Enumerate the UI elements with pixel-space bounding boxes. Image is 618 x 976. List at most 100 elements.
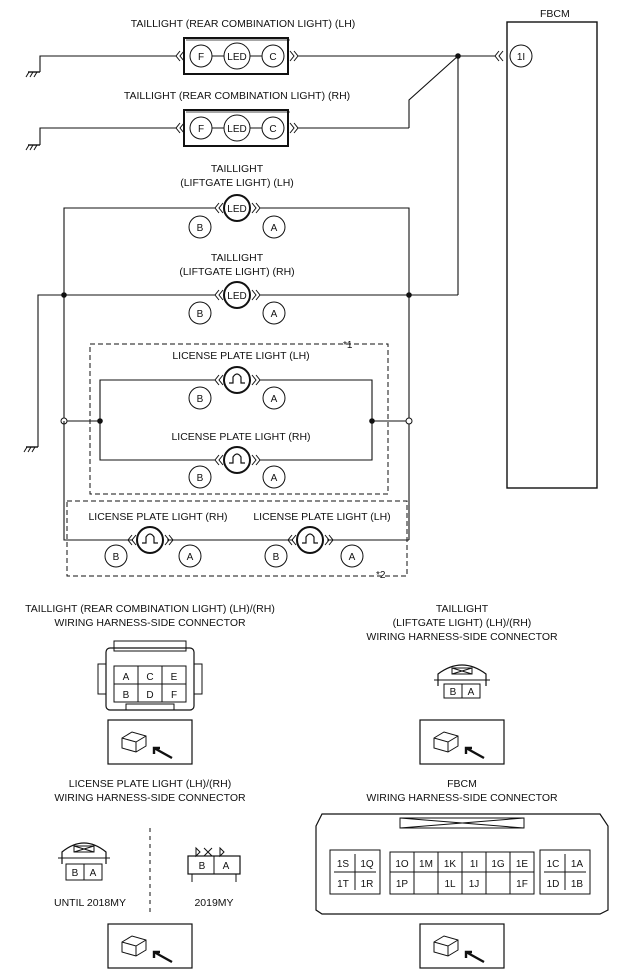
pin-label: 1M xyxy=(419,859,433,870)
pin-label: B xyxy=(197,309,204,320)
fbcm-box xyxy=(506,21,598,489)
fbcm-pin-circle xyxy=(509,44,533,68)
lp1-rh-pin-a xyxy=(262,465,286,489)
lg-rh-pin-b xyxy=(188,301,212,325)
lp1-lh-pin-b xyxy=(188,386,212,410)
variant-box-2 xyxy=(66,500,408,577)
pin-label: LED xyxy=(227,291,246,302)
pin-label: A xyxy=(223,861,230,872)
connector-mark xyxy=(251,374,261,386)
note-1: *1 xyxy=(343,340,353,351)
fbcm-label: FBCM xyxy=(540,8,570,20)
lg-lh-pin-b xyxy=(188,215,212,239)
pin-label: B xyxy=(199,861,206,872)
pin-label: C xyxy=(269,124,276,135)
pin-label: 1P xyxy=(396,879,409,890)
pin-label: LED xyxy=(227,124,246,135)
wire xyxy=(39,55,176,72)
fbcm-conn-line2: WIRING HARNESS-SIDE CONNECTOR xyxy=(366,792,558,804)
pin-label: F xyxy=(171,690,177,701)
liftgate-connector-face xyxy=(434,664,490,699)
lp2-rh-pin-b xyxy=(104,544,128,568)
lp1-rh-title: LICENSE PLATE LIGHT (RH) xyxy=(171,431,310,443)
license-connector-new xyxy=(187,846,241,882)
fbcm-conn-line1: FBCM xyxy=(447,778,477,790)
lp-caption-new: 2019MY xyxy=(194,897,233,909)
lp2-lh-pin-b xyxy=(264,544,288,568)
pin-label: B xyxy=(72,868,79,879)
pin-label: B xyxy=(197,223,204,234)
ground-symbol xyxy=(25,71,41,78)
pin-label: 1Q xyxy=(360,859,374,870)
lp1-rh-bulb xyxy=(223,446,251,474)
splice xyxy=(405,417,413,425)
pin-label: 1G xyxy=(491,859,505,870)
lp1-rh-pin-b xyxy=(188,465,212,489)
pin-label: A xyxy=(271,223,278,234)
rcl-rh-title: TAILLIGHT (REAR COMBINATION LIGHT) (RH) xyxy=(124,90,350,102)
lg-conn-line1: TAILLIGHT xyxy=(436,603,489,615)
rcl-lh-title: TAILLIGHT (REAR COMBINATION LIGHT) (LH) xyxy=(131,18,356,30)
lp-conn-line2: WIRING HARNESS-SIDE CONNECTOR xyxy=(54,792,246,804)
lp2-rh-pin-a xyxy=(178,544,202,568)
connector-mark xyxy=(175,122,185,134)
pin-label: 1D xyxy=(547,879,560,890)
lp-conn-line1: LICENSE PLATE LIGHT (LH)/(RH) xyxy=(69,778,231,790)
lp2-rh-bulb xyxy=(136,526,164,554)
connector-mark xyxy=(214,374,224,386)
pin-label: 1C xyxy=(547,859,560,870)
connector-mark xyxy=(494,50,504,62)
pin-label: C xyxy=(146,672,153,683)
fbcm-connector-face xyxy=(315,813,609,915)
pin-label: B xyxy=(113,552,120,563)
connector-mark xyxy=(289,50,299,62)
pin-label: B xyxy=(197,473,204,484)
license-connector-old xyxy=(58,842,110,881)
pin-label: D xyxy=(146,690,153,701)
lg-rh-title-1: TAILLIGHT xyxy=(211,252,264,264)
pin-label: 1B xyxy=(571,879,584,890)
wire xyxy=(37,294,215,447)
pin-label: LED xyxy=(227,204,246,215)
note-2: *2 xyxy=(376,570,386,581)
lg-conn-line2: (LIFTGATE LIGHT) (LH)/(RH) xyxy=(393,617,532,629)
pin-label: 1F xyxy=(516,879,528,890)
lg-lh-title-1: TAILLIGHT xyxy=(211,163,264,175)
rcl-conn-line1: TAILLIGHT (REAR COMBINATION LIGHT) (LH)/… xyxy=(25,603,275,615)
pin-label: A xyxy=(123,672,130,683)
pin-label: A xyxy=(349,552,356,563)
pin-label: 1I xyxy=(470,859,478,870)
pin-label: F xyxy=(198,52,204,63)
pin-label: B xyxy=(197,394,204,405)
pin-label: 1A xyxy=(571,859,584,870)
wire xyxy=(63,421,133,541)
lp2-lh-pin-a xyxy=(340,544,364,568)
lg-lh-title-2: (LIFTGATE LIGHT) (LH) xyxy=(180,177,294,189)
rcl-connector-face xyxy=(97,640,203,711)
pin-label: 1E xyxy=(516,859,529,870)
lg-conn-line3: WIRING HARNESS-SIDE CONNECTOR xyxy=(366,631,558,643)
junction xyxy=(369,418,375,424)
license-view-icon xyxy=(107,923,193,969)
connector-mark xyxy=(214,289,224,301)
lp2-rh-title: LICENSE PLATE LIGHT (RH) xyxy=(88,511,227,523)
junction xyxy=(61,292,67,298)
fbcm-pin-label: 1I xyxy=(517,52,525,63)
pin-label: 1O xyxy=(395,859,409,870)
pin-label: A xyxy=(271,309,278,320)
pin-label: E xyxy=(171,672,178,683)
pin-label: F xyxy=(198,124,204,135)
connector-mark xyxy=(251,454,261,466)
pin-label: A xyxy=(90,868,97,879)
rcl-view-icon xyxy=(107,719,193,765)
pin-label: 1J xyxy=(469,879,480,890)
pin-label: LED xyxy=(227,52,246,63)
wire xyxy=(408,55,459,128)
pin-label: B xyxy=(123,690,130,701)
lp-caption-old: UNTIL 2018MY xyxy=(54,897,126,909)
ground-symbol xyxy=(23,446,39,453)
lp2-lh-title: LICENSE PLATE LIGHT (LH) xyxy=(253,511,390,523)
pin-label: 1S xyxy=(337,859,350,870)
pin-label: 1R xyxy=(361,879,374,890)
